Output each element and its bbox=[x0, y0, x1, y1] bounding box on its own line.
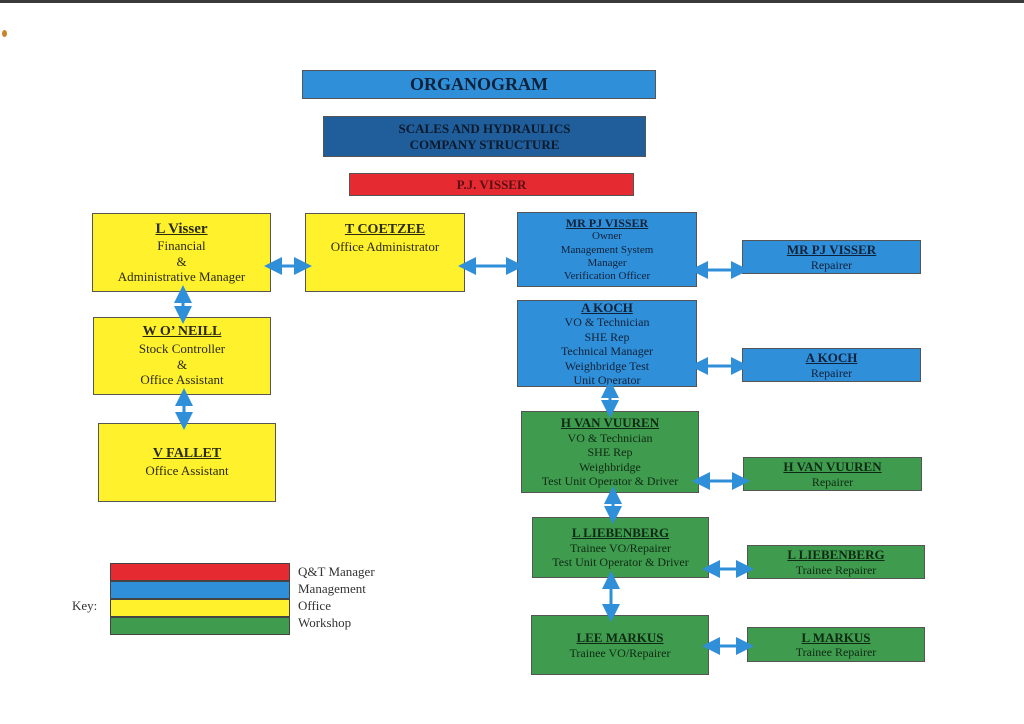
key-item-qt-manager: Q&T Manager bbox=[298, 564, 375, 579]
l-markus-repairer-box: L MARKUS Trainee Repairer bbox=[747, 627, 925, 662]
w-oneill-line-2: & bbox=[176, 356, 188, 372]
subtitle-line-2: COMPANY STRUCTURE bbox=[409, 136, 560, 152]
l-liebenberg-line-1: Trainee VO/Repairer bbox=[570, 540, 671, 555]
margin-mark bbox=[2, 30, 7, 37]
a-koch-repairer-role: Repairer bbox=[810, 365, 853, 380]
l-liebenberg-repairer-role: Trainee Repairer bbox=[795, 562, 877, 577]
pj-visser-repairer-role: Repairer bbox=[810, 257, 853, 272]
h-van-vuuren-repairer-role: Repairer bbox=[811, 474, 854, 489]
qt-manager-name: P.J. VISSER bbox=[456, 176, 527, 192]
l-markus-repairer-name: L MARKUS bbox=[801, 629, 871, 645]
l-liebenberg-name: L LIEBENBERG bbox=[571, 525, 670, 541]
key-label: Key: bbox=[72, 598, 98, 613]
h-van-vuuren-repairer-box: H VAN VUUREN Repairer bbox=[743, 457, 922, 491]
lee-markus-line-1: Trainee VO/Repairer bbox=[569, 645, 671, 660]
key-bar-qt-manager bbox=[110, 563, 290, 581]
t-coetzee-role: Office Administrator bbox=[330, 238, 440, 254]
pj-visser-repairer-name: MR PJ VISSER bbox=[786, 242, 877, 257]
h-van-vuuren-repairer-name: H VAN VUUREN bbox=[783, 459, 882, 474]
l-liebenberg-line-2: Test Unit Operator & Driver bbox=[552, 555, 689, 570]
company-structure-title: SCALES AND HYDRAULICS COMPANY STRUCTURE bbox=[323, 116, 646, 157]
a-koch-line-5: Unit Operator bbox=[573, 372, 641, 387]
h-van-vuuren-line-2: SHE Rep bbox=[587, 445, 633, 460]
a-koch-line-1: VO & Technician bbox=[564, 315, 650, 330]
a-koch-line-3: Technical Manager bbox=[560, 344, 654, 359]
top-border-line bbox=[0, 0, 1024, 3]
a-koch-line-4: Weighbridge Test bbox=[564, 358, 650, 373]
pj-visser-line-2: Management System bbox=[560, 243, 654, 256]
t-coetzee-box: T COETZEE Office Administrator bbox=[305, 213, 465, 292]
key-bar-management bbox=[110, 581, 290, 599]
key-item-management: Management bbox=[298, 581, 366, 596]
v-fallet-name: V FALLET bbox=[152, 446, 222, 462]
l-visser-name: L Visser bbox=[155, 221, 208, 238]
a-koch-line-2: SHE Rep bbox=[584, 329, 630, 344]
pj-visser-line-1: Owner bbox=[592, 230, 622, 243]
pj-visser-line-3: Manager bbox=[587, 256, 627, 269]
title-text: ORGANOGRAM bbox=[410, 73, 548, 94]
l-visser-line-3: Administrative Manager bbox=[117, 269, 246, 285]
a-koch-repairer-box: A KOCH Repairer bbox=[742, 348, 921, 382]
l-liebenberg-repairer-name: L LIEBENBERG bbox=[787, 547, 885, 562]
a-koch-box: A KOCH VO & Technician SHE Rep Technical… bbox=[517, 300, 697, 387]
key-item-office: Office bbox=[298, 598, 331, 613]
pj-visser-box: MR PJ VISSER Owner Management System Man… bbox=[517, 212, 697, 287]
h-van-vuuren-line-1: VO & Technician bbox=[567, 431, 653, 446]
lee-markus-box: LEE MARKUS Trainee VO/Repairer bbox=[531, 615, 709, 675]
organogram-title: ORGANOGRAM bbox=[302, 70, 656, 99]
t-coetzee-name: T COETZEE bbox=[344, 222, 426, 237]
w-oneill-box: W O’ NEILL Stock Controller & Office Ass… bbox=[93, 317, 271, 395]
lee-markus-name: LEE MARKUS bbox=[576, 630, 664, 645]
key-bar-office bbox=[110, 599, 290, 617]
v-fallet-box: V FALLET Office Assistant bbox=[98, 423, 276, 502]
h-van-vuuren-box: H VAN VUUREN VO & Technician SHE Rep Wei… bbox=[521, 411, 699, 493]
w-oneill-line-1: Stock Controller bbox=[138, 341, 226, 356]
w-oneill-name: W O’ NEILL bbox=[142, 324, 222, 340]
key-item-workshop: Workshop bbox=[298, 615, 352, 630]
pj-visser-line-4: Verification Officer bbox=[563, 269, 651, 282]
l-visser-line-2: & bbox=[176, 253, 187, 269]
w-oneill-line-3: Office Assistant bbox=[140, 372, 224, 388]
l-liebenberg-repairer-box: L LIEBENBERG Trainee Repairer bbox=[747, 545, 925, 579]
pj-visser-name: MR PJ VISSER bbox=[565, 215, 649, 230]
key-bar-workshop bbox=[110, 617, 290, 635]
l-visser-line-1: Financial bbox=[157, 238, 206, 254]
h-van-vuuren-line-3: Weighbridge bbox=[579, 459, 641, 474]
qt-manager-box: P.J. VISSER bbox=[349, 173, 634, 196]
a-koch-name: A KOCH bbox=[581, 299, 633, 315]
pj-visser-repairer-box: MR PJ VISSER Repairer bbox=[742, 240, 921, 274]
h-van-vuuren-name: H VAN VUUREN bbox=[560, 415, 660, 431]
v-fallet-role: Office Assistant bbox=[145, 463, 229, 479]
a-koch-repairer-name: A KOCH bbox=[805, 350, 858, 365]
h-van-vuuren-line-4: Test Unit Operator & Driver bbox=[541, 474, 679, 489]
l-markus-repairer-role: Trainee Repairer bbox=[795, 645, 877, 660]
subtitle-line-1: SCALES AND HYDRAULICS bbox=[398, 120, 571, 136]
